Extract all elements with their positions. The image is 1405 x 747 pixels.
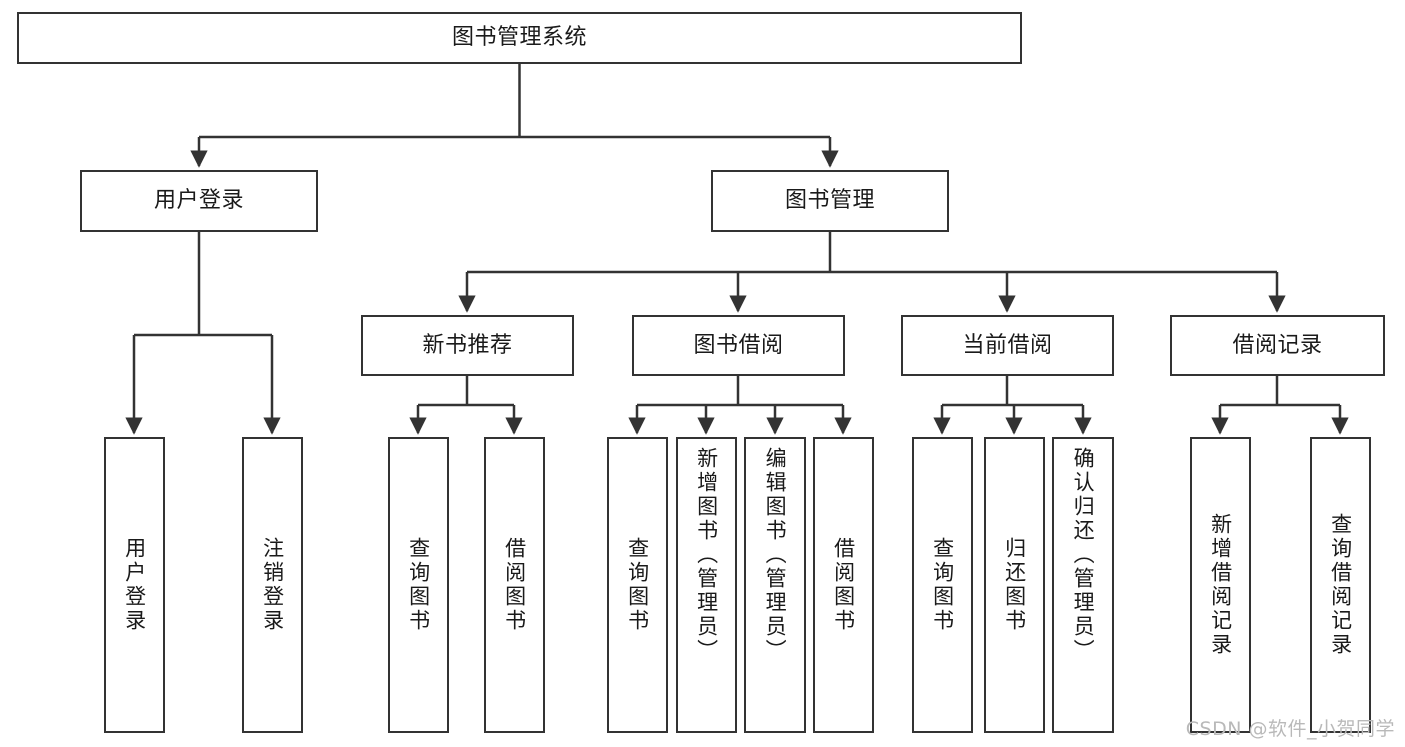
node-borrow-record-label: 借阅记录 [1232,332,1323,358]
node-book-borrow-label: 图书借阅 [693,332,784,358]
node-new-book-recommend-label: 新书推荐 [422,332,513,358]
node-leaf-return-book[interactable]: 归还图书 [984,437,1045,733]
node-leaf-borrow-book-1-label: 借阅图书 [502,537,527,633]
node-leaf-logout-login[interactable]: 注销登录 [242,437,303,733]
node-leaf-query-book-1-label: 查询图书 [406,537,431,633]
node-leaf-add-book-admin-label: 新增图书（管理员） [694,447,719,663]
node-user-login-label: 用户登录 [153,188,244,214]
node-leaf-query-book-1[interactable]: 查询图书 [388,437,449,733]
node-new-book-recommend[interactable]: 新书推荐 [361,315,574,376]
node-leaf-query-book-2[interactable]: 查询图书 [607,437,668,733]
node-leaf-borrow-book-1[interactable]: 借阅图书 [484,437,545,733]
node-book-borrow[interactable]: 图书借阅 [632,315,845,376]
node-leaf-confirm-return-admin-label: 确认归还（管理员） [1071,447,1096,663]
node-leaf-return-book-label: 归还图书 [1002,537,1027,633]
node-leaf-query-borrow-record-label: 查询借阅记录 [1328,513,1353,657]
node-leaf-edit-book-admin[interactable]: 编辑图书（管理员） [744,437,806,733]
node-borrow-record[interactable]: 借阅记录 [1170,315,1385,376]
node-leaf-query-book-3[interactable]: 查询图书 [912,437,973,733]
node-leaf-query-book-3-label: 查询图书 [930,537,955,633]
node-leaf-add-borrow-record[interactable]: 新增借阅记录 [1190,437,1251,733]
node-leaf-query-book-2-label: 查询图书 [625,537,650,633]
node-leaf-edit-book-admin-label: 编辑图书（管理员） [763,447,788,663]
node-leaf-user-login[interactable]: 用户登录 [104,437,165,733]
node-current-borrow[interactable]: 当前借阅 [901,315,1114,376]
node-leaf-confirm-return-admin[interactable]: 确认归还（管理员） [1052,437,1114,733]
node-leaf-user-login-label: 用户登录 [122,537,147,633]
node-leaf-logout-login-label: 注销登录 [260,537,285,633]
node-leaf-query-borrow-record[interactable]: 查询借阅记录 [1310,437,1371,733]
node-leaf-borrow-book-2-label: 借阅图书 [831,537,856,633]
node-book-management[interactable]: 图书管理 [711,170,949,232]
node-leaf-add-book-admin[interactable]: 新增图书（管理员） [676,437,737,733]
node-root[interactable]: 图书管理系统 [17,12,1022,64]
node-book-management-label: 图书管理 [784,188,875,214]
node-root-label: 图书管理系统 [451,25,587,51]
node-user-login[interactable]: 用户登录 [80,170,318,232]
connectors [125,64,1349,435]
node-current-borrow-label: 当前借阅 [962,332,1053,358]
node-leaf-add-borrow-record-label: 新增借阅记录 [1208,513,1233,657]
node-leaf-borrow-book-2[interactable]: 借阅图书 [813,437,874,733]
